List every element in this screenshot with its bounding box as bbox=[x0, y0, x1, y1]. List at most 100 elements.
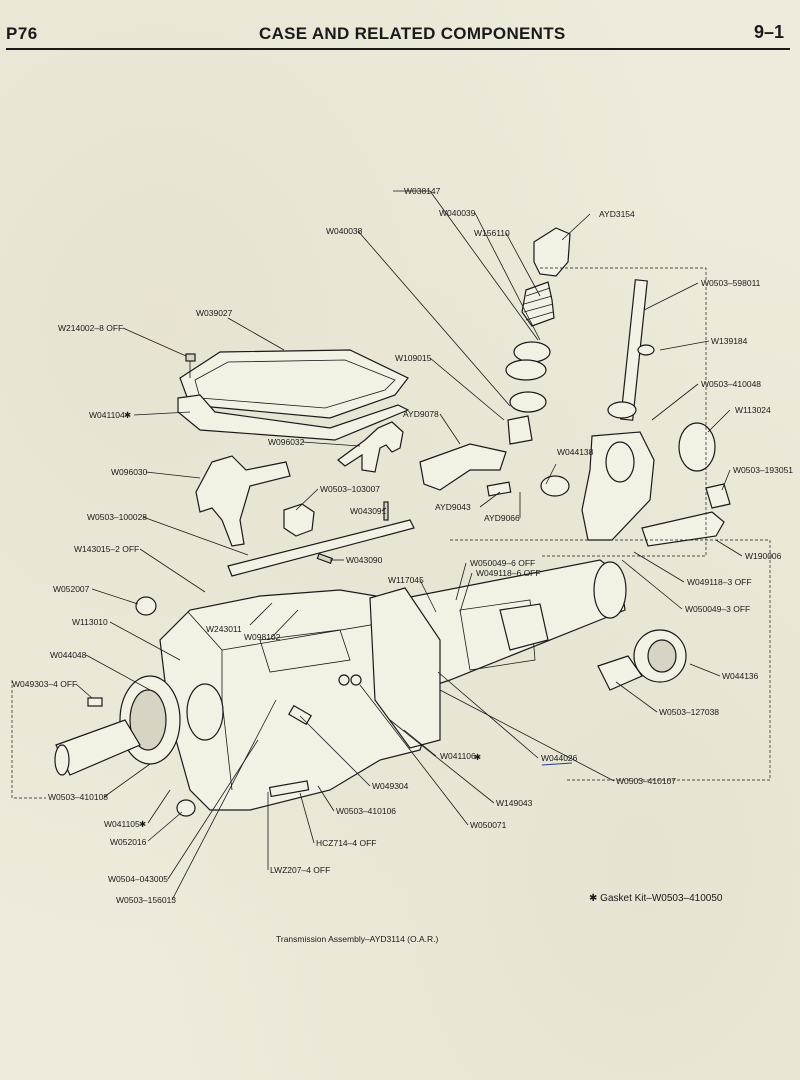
callout-label: W044138 bbox=[557, 447, 594, 457]
callout-label: W098102 bbox=[244, 632, 281, 642]
callout-label: W052007 bbox=[53, 584, 90, 594]
callout-label: W043090 bbox=[346, 555, 383, 565]
pin bbox=[316, 552, 334, 564]
callout-label: AYD3154 bbox=[599, 209, 635, 219]
selector-fork-lower bbox=[195, 455, 291, 547]
dust-seal bbox=[505, 359, 547, 381]
shift-link bbox=[419, 443, 507, 491]
callout-label: W139184 bbox=[711, 336, 748, 346]
filler-plug bbox=[135, 596, 157, 616]
retainer-bolt bbox=[87, 697, 103, 707]
callout-label: W109015 bbox=[395, 353, 432, 363]
callout-label: LWZ207–4 OFF bbox=[270, 865, 330, 875]
callout-label: W113010 bbox=[72, 617, 108, 627]
leader-lines bbox=[75, 190, 743, 901]
reverse-plug bbox=[288, 704, 312, 726]
callout-label: W113024 bbox=[735, 405, 771, 415]
extension-gasket bbox=[369, 587, 441, 749]
callout-label: W190006 bbox=[745, 551, 782, 561]
callout-label: W041106 bbox=[440, 751, 476, 761]
page-title: CASE AND RELATED COMPONENTS bbox=[259, 24, 566, 43]
callout-label: W096030 bbox=[111, 467, 148, 477]
callout-label: W049304 bbox=[372, 781, 409, 791]
callout-label: W049118–6 OFF bbox=[476, 568, 541, 578]
washer bbox=[338, 674, 350, 686]
asterisk-mark: ✱ bbox=[124, 410, 131, 420]
callout-label: AYD9043 bbox=[435, 502, 471, 512]
header-rule bbox=[6, 48, 790, 50]
callout-label: W040039 bbox=[439, 208, 476, 218]
callout-label: W049118–3 OFF bbox=[687, 577, 752, 587]
tower-seal bbox=[540, 475, 570, 497]
interlock-block bbox=[283, 503, 315, 537]
callout-label: W0503–410106 bbox=[336, 806, 396, 816]
lever-pin bbox=[637, 344, 655, 356]
callout-label: HCZ714–4 OFF bbox=[316, 838, 376, 848]
pen-underline bbox=[541, 762, 573, 766]
gasket-kit-text: Gasket Kit–W0503–410050 bbox=[600, 893, 723, 904]
callout-label: W117045 bbox=[388, 575, 424, 585]
callout-label: W050049–3 OFF bbox=[685, 604, 750, 614]
callout-label: W0503–410048 bbox=[701, 379, 761, 389]
callout-label: W0503–103007 bbox=[320, 484, 380, 494]
shift-tower bbox=[581, 431, 655, 541]
callout-label: W050071 bbox=[470, 820, 507, 830]
dowel-pin bbox=[383, 501, 389, 521]
callout-label: W149043 bbox=[496, 798, 533, 808]
lever-group-box bbox=[540, 267, 707, 557]
callout-label: W0503–127038 bbox=[659, 707, 719, 717]
gasket-kit-note: ✱ Gasket Kit–W0503–410050 bbox=[589, 893, 722, 904]
callout-label: W038147 bbox=[404, 186, 441, 196]
callout-label: W143015–2 OFF bbox=[74, 544, 139, 554]
selector-rail bbox=[227, 519, 415, 577]
callout-label: W043091 bbox=[350, 506, 387, 516]
asterisk-mark: ✱ bbox=[139, 819, 146, 829]
page-header: P76 CASE AND RELATED COMPONENTS 9–1 bbox=[6, 18, 790, 52]
callout-label: W041104 bbox=[89, 410, 125, 420]
bush bbox=[507, 415, 533, 445]
spring-seat bbox=[509, 391, 547, 413]
callout-label: W049303–4 OFF bbox=[12, 679, 77, 689]
gear-lever bbox=[607, 279, 648, 421]
callout-label: W050049–6 OFF bbox=[470, 558, 535, 568]
pivot-pin bbox=[641, 511, 725, 547]
case-bolt bbox=[268, 780, 310, 798]
link-bolt bbox=[486, 481, 512, 497]
top-cover-plate bbox=[177, 349, 410, 441]
callout-label: W0503–156013 bbox=[116, 895, 176, 905]
callout-label: W041105 bbox=[104, 819, 140, 829]
extension-housing bbox=[394, 559, 627, 691]
front-bearing-retainer bbox=[54, 675, 181, 776]
rear-bush bbox=[597, 655, 643, 691]
callout-label: W040038 bbox=[326, 226, 363, 236]
cover-bolt bbox=[185, 353, 196, 378]
callout-label: W156110 bbox=[474, 228, 510, 238]
gear-knob bbox=[533, 227, 571, 277]
callout-label: W044048 bbox=[50, 650, 87, 660]
transmission-assembly-note: Transmission Assembly–AYD3114 (O.A.R.) bbox=[276, 934, 439, 944]
nut bbox=[350, 674, 362, 686]
callout-label: AYD9078 bbox=[403, 409, 439, 419]
page-number: P76 bbox=[6, 24, 38, 43]
transmission-case bbox=[159, 589, 431, 811]
callout-labels: W038147 W040039 AYD3154 W040038 W156110 … bbox=[12, 186, 793, 905]
callout-label: W039027 bbox=[196, 308, 233, 318]
callout-label: W0504–043005 bbox=[108, 874, 168, 884]
shift-boot bbox=[521, 281, 555, 327]
callout-label: W0503–193051 bbox=[733, 465, 793, 475]
callout-label: W243011 bbox=[206, 624, 242, 634]
callout-label: W0503–410107 bbox=[616, 776, 676, 786]
selector-fork-upper bbox=[337, 421, 404, 473]
callout-label: W0503–410108 bbox=[48, 792, 108, 802]
section-number: 9–1 bbox=[753, 22, 784, 42]
front-group-box bbox=[11, 680, 46, 799]
asterisk-mark: ✱ bbox=[474, 752, 481, 762]
callout-label: W0503–598011 bbox=[701, 278, 761, 288]
boot-retainer bbox=[513, 341, 551, 363]
callout-label: W0503–100028 bbox=[87, 512, 147, 522]
callout-label: W052016 bbox=[110, 837, 147, 847]
callout-label: AYD9066 bbox=[484, 513, 520, 523]
spring-clip bbox=[705, 483, 731, 509]
callout-label: W096032 bbox=[268, 437, 305, 447]
